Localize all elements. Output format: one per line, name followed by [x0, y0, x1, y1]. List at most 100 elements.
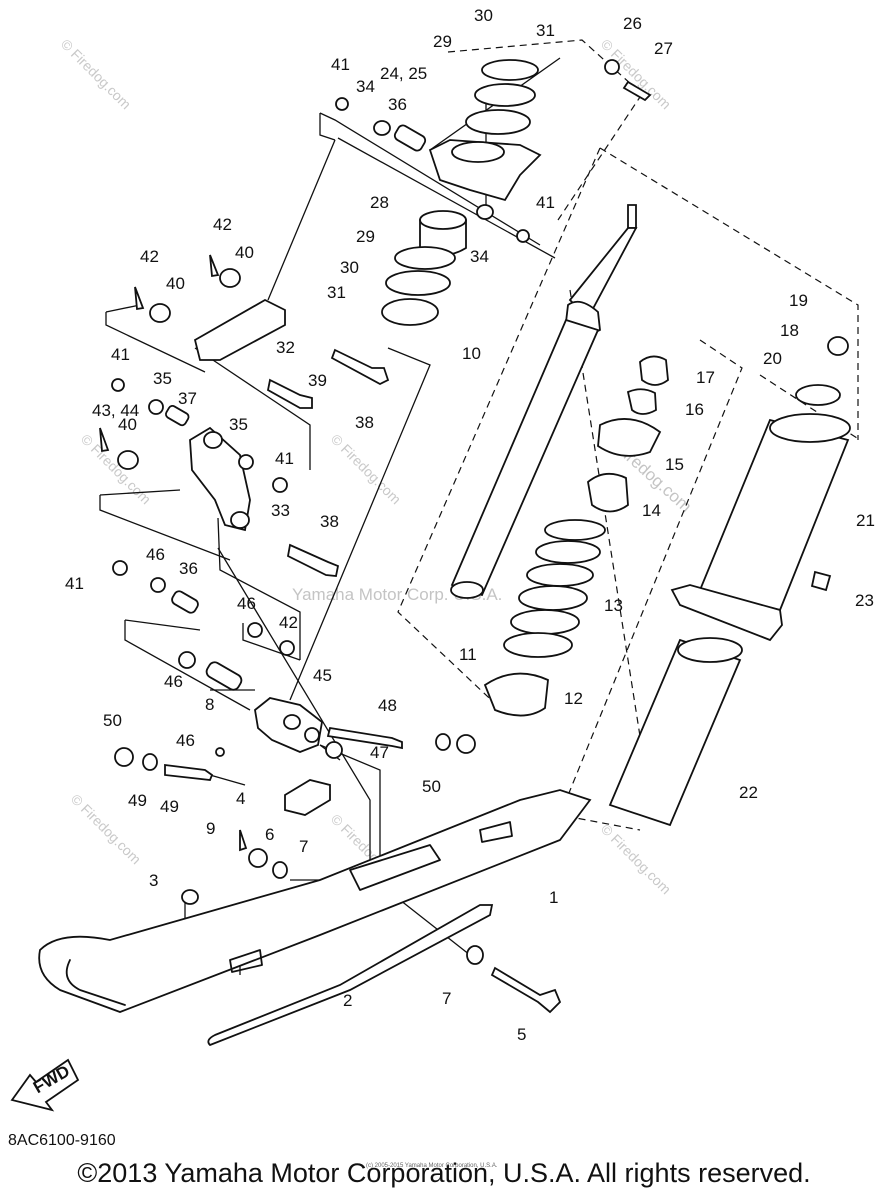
callout-label: 48	[378, 696, 397, 715]
callout-label: 45	[313, 666, 332, 685]
bolt-39	[266, 378, 313, 409]
callout-label: 12	[564, 689, 583, 708]
callout-label: 32	[276, 338, 295, 357]
spindle-hole	[283, 714, 301, 730]
watermark-site: © Firedog.com	[78, 431, 154, 507]
callout-label: 50	[103, 711, 122, 730]
callout-label: 42	[213, 215, 232, 234]
callout-label: 22	[739, 783, 758, 802]
washer-31	[481, 59, 539, 81]
fitting-45	[215, 747, 225, 757]
callout-label: 19	[789, 291, 808, 310]
callout-label: 30	[340, 258, 359, 277]
callout-label: 2	[343, 991, 352, 1010]
washer-29	[465, 109, 531, 135]
callout-label: 29	[356, 227, 375, 246]
callout-label: 8	[205, 695, 214, 714]
nut-40-top	[219, 268, 241, 288]
arm-33	[99, 378, 340, 577]
callout-label: 20	[763, 349, 782, 368]
washer-30	[474, 83, 536, 107]
callout-label: 49	[128, 791, 147, 810]
skag-2	[207, 904, 494, 1047]
screw-23	[810, 570, 832, 592]
washer-7	[272, 861, 288, 879]
bushing-46	[178, 651, 196, 669]
bushing-46	[247, 622, 263, 638]
nut-18	[827, 336, 849, 356]
callout-label: 38	[320, 512, 339, 531]
pin-42	[99, 427, 110, 453]
callout-label: 33	[271, 501, 290, 520]
collar-36	[171, 590, 199, 614]
callout-label: 40	[118, 415, 137, 434]
callout-label: 41	[331, 55, 350, 74]
washer-49	[435, 733, 451, 751]
pin-9	[239, 829, 248, 852]
rod-tip	[627, 204, 637, 229]
callout-label: 34	[356, 77, 375, 96]
nut-40-left	[149, 303, 171, 323]
retainer-15	[597, 418, 662, 457]
shock-covers	[608, 336, 851, 827]
spring-assembly	[483, 355, 669, 717]
collar-28-top	[419, 210, 467, 230]
callout-labels: 1 2 3 4 5 6 7 7 8 9 10 11 12 13 14 15 16…	[65, 6, 875, 1044]
callout-label: 35	[153, 369, 172, 388]
callout-label: 14	[642, 501, 661, 520]
callout-label: 36	[388, 95, 407, 114]
tube-22	[608, 638, 742, 827]
rod-body	[450, 318, 600, 597]
callout-label: 23	[855, 591, 874, 610]
callout-label: 18	[780, 321, 799, 340]
nut-50	[456, 734, 476, 754]
bracket-boss	[451, 141, 505, 163]
callout-label: 40	[235, 243, 254, 262]
cap-17	[639, 355, 669, 386]
callout-label: 41	[65, 574, 84, 593]
washer-stack	[381, 210, 467, 326]
ski-slot	[229, 949, 263, 973]
stopper-16	[626, 388, 657, 415]
callout-label: 43, 44	[92, 401, 139, 420]
callout-label: 27	[654, 39, 673, 58]
callout-label: 37	[178, 389, 197, 408]
callout-label: 46	[146, 545, 165, 564]
bushing-41	[111, 378, 125, 392]
bolt-5	[490, 966, 562, 1014]
callout-label: 28	[370, 193, 389, 212]
bolt-48	[164, 763, 214, 781]
cup-12	[483, 672, 549, 717]
callout-label: 41	[536, 193, 555, 212]
part-code: 8AC6100-9160	[8, 1132, 116, 1149]
callout-label: 42	[140, 247, 159, 266]
bushing-41	[272, 477, 288, 493]
bushing-41	[279, 640, 295, 656]
callout-label: 24, 25	[380, 64, 427, 83]
washer-7	[466, 945, 484, 965]
callout-label: 7	[442, 989, 451, 1008]
fwd-arrow: FWD	[10, 1058, 80, 1112]
spindle-hole	[304, 727, 320, 743]
copyright-notice: ©2013 Yamaha Motor Corporation, U.S.A. A…	[77, 1158, 811, 1188]
callout-label: 38	[355, 413, 374, 432]
callout-label: 16	[685, 400, 704, 419]
arm-33-hole	[203, 431, 223, 449]
nut-3	[181, 889, 199, 905]
washer-30	[385, 270, 451, 296]
shock-rod	[450, 204, 638, 599]
ski-1	[38, 789, 592, 1013]
callout-label: 17	[696, 368, 715, 387]
lower-bushings	[112, 560, 295, 691]
link-32	[193, 298, 286, 361]
callout-label: 1	[549, 888, 558, 907]
callout-label: 46	[176, 731, 195, 750]
link-arm-32	[134, 254, 390, 409]
callout-label: 9	[206, 819, 215, 838]
callout-label: 42	[279, 613, 298, 632]
watermark-site: © Firedog.com	[58, 36, 134, 112]
bushing-35	[238, 454, 254, 470]
nut-50	[114, 747, 134, 767]
watermark-site: © Firedog.com	[598, 821, 674, 897]
